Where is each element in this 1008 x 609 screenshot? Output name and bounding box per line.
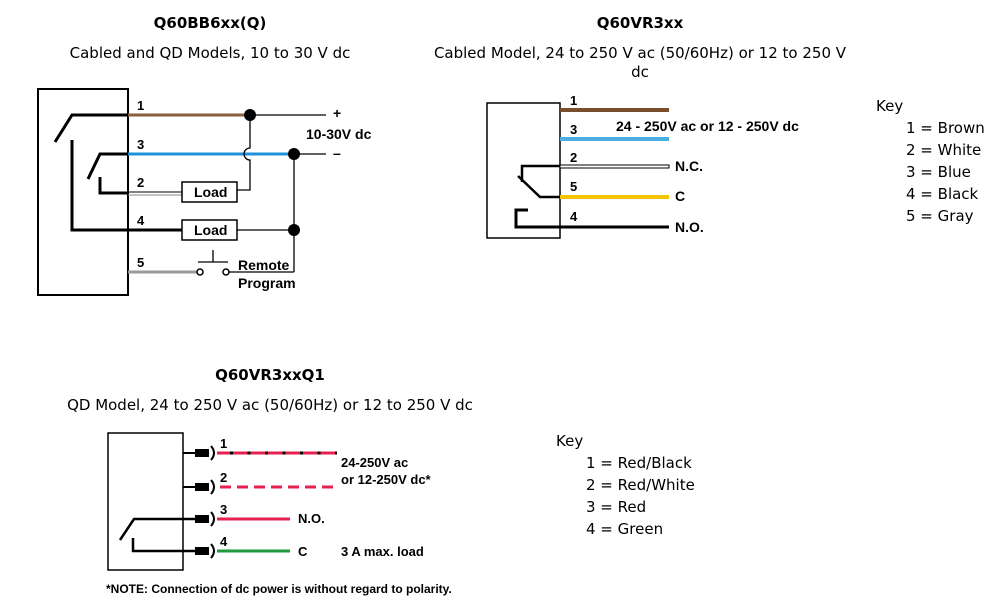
key-item: 5 = Gray xyxy=(906,207,974,225)
internal-switch xyxy=(520,164,560,182)
key-item: 1 = Brown xyxy=(906,119,985,137)
diagram2-subtitle-line2: dc xyxy=(631,63,649,81)
remote-switch-terminal xyxy=(196,268,204,276)
internal-switch-2 xyxy=(86,152,128,180)
program-label: Program xyxy=(238,275,296,291)
polarity-note: *NOTE: Connection of dc power is without… xyxy=(106,582,452,596)
wire-number: 2 xyxy=(570,150,577,165)
wire-4-black xyxy=(514,208,669,229)
wire-number: 4 xyxy=(220,534,228,549)
key-heading: Key xyxy=(556,432,584,450)
sensor-body xyxy=(486,102,561,239)
wire-number: 5 xyxy=(570,179,577,194)
pin-2 xyxy=(183,479,215,495)
diagram1-subtitle: Cabled and QD Models, 10 to 30 V dc xyxy=(69,44,351,62)
wire-number: 5 xyxy=(137,255,144,270)
pin-4 xyxy=(195,543,215,559)
plus-label: + xyxy=(333,105,341,121)
key-item: 4 = Green xyxy=(586,520,664,538)
supply-label: 24-250V ac xyxy=(341,455,408,470)
remote-switch-terminal xyxy=(222,268,230,276)
internal-switch-arm xyxy=(517,175,560,199)
diagram3-title: Q60VR3xxQ1 xyxy=(215,366,325,384)
key-item: 3 = Blue xyxy=(906,163,971,181)
diagram3-subtitle: QD Model, 24 to 250 V ac (50/60Hz) or 12… xyxy=(67,396,473,414)
wire-number: 3 xyxy=(570,122,577,137)
internal-switch-contact xyxy=(131,538,195,553)
load-label: Load xyxy=(194,184,227,200)
wire-number: 4 xyxy=(570,209,578,224)
wire-number: 1 xyxy=(220,436,227,451)
pin-1 xyxy=(183,445,215,461)
wire-number: 1 xyxy=(570,93,577,108)
key-item: 2 = Red/White xyxy=(586,476,695,494)
nc-label: N.C. xyxy=(675,158,703,174)
diagram2-subtitle-line1: Cabled Model, 24 to 250 V ac (50/60Hz) o… xyxy=(433,44,847,62)
wire-number: 3 xyxy=(220,502,227,517)
wire-2-white xyxy=(559,164,670,169)
max-load-label: 3 A max. load xyxy=(341,544,424,559)
key-item: 4 = Black xyxy=(906,185,979,203)
wire-number: 2 xyxy=(137,175,144,190)
load-box-1 xyxy=(181,181,238,203)
supply-label: 10-30V dc xyxy=(306,126,372,142)
minus-label: – xyxy=(333,145,341,161)
key-qd: Key 1 = Red/Black 2 = Red/White 3 = Red … xyxy=(556,430,695,540)
internal-switch-arm xyxy=(118,517,195,541)
no-label: N.O. xyxy=(298,511,325,526)
supply-label: or 12-250V dc* xyxy=(341,472,432,487)
diagram2-wiring: 1 3 2 5 4 24 - 250V ac or 12 - 250V dc N… xyxy=(486,93,799,239)
c-label: C xyxy=(298,544,308,559)
diagram1-title: Q60BB6xx(Q) xyxy=(153,14,267,32)
internal-switch-2-contact xyxy=(98,177,128,195)
key-item: 2 = White xyxy=(906,141,982,159)
no-label: N.O. xyxy=(675,219,704,235)
diagram1-wiring: 1 3 2 4 5 Load Load + – 10-30V dc Remote… xyxy=(37,88,372,296)
load-label: Load xyxy=(194,222,227,238)
key-heading: Key xyxy=(876,97,904,115)
wire-number: 3 xyxy=(137,137,144,152)
diagram2-title: Q60VR3xx xyxy=(596,14,684,32)
wire-number: 2 xyxy=(220,470,227,485)
key-item: 3 = Red xyxy=(586,498,647,516)
crossover-wire xyxy=(237,115,251,191)
remote-label: Remote xyxy=(238,257,290,273)
key-cabled: Key 1 = Brown 2 = White 3 = Blue 4 = Bla… xyxy=(876,95,985,227)
pin-3 xyxy=(195,511,215,527)
supply-label: 24 - 250V ac or 12 - 250V dc xyxy=(616,118,799,134)
internal-switch-1 xyxy=(53,113,128,143)
internal-switch-1-contact xyxy=(70,140,128,232)
wire-number: 4 xyxy=(137,213,145,228)
wire-number: 1 xyxy=(137,98,144,113)
connector-body xyxy=(107,432,184,571)
diagram3-wiring: 1 2 3 4 24-250V ac or 12-250V dc* N.O. C… xyxy=(106,432,452,596)
key-item: 1 = Red/Black xyxy=(586,454,692,472)
c-label: C xyxy=(675,188,685,204)
